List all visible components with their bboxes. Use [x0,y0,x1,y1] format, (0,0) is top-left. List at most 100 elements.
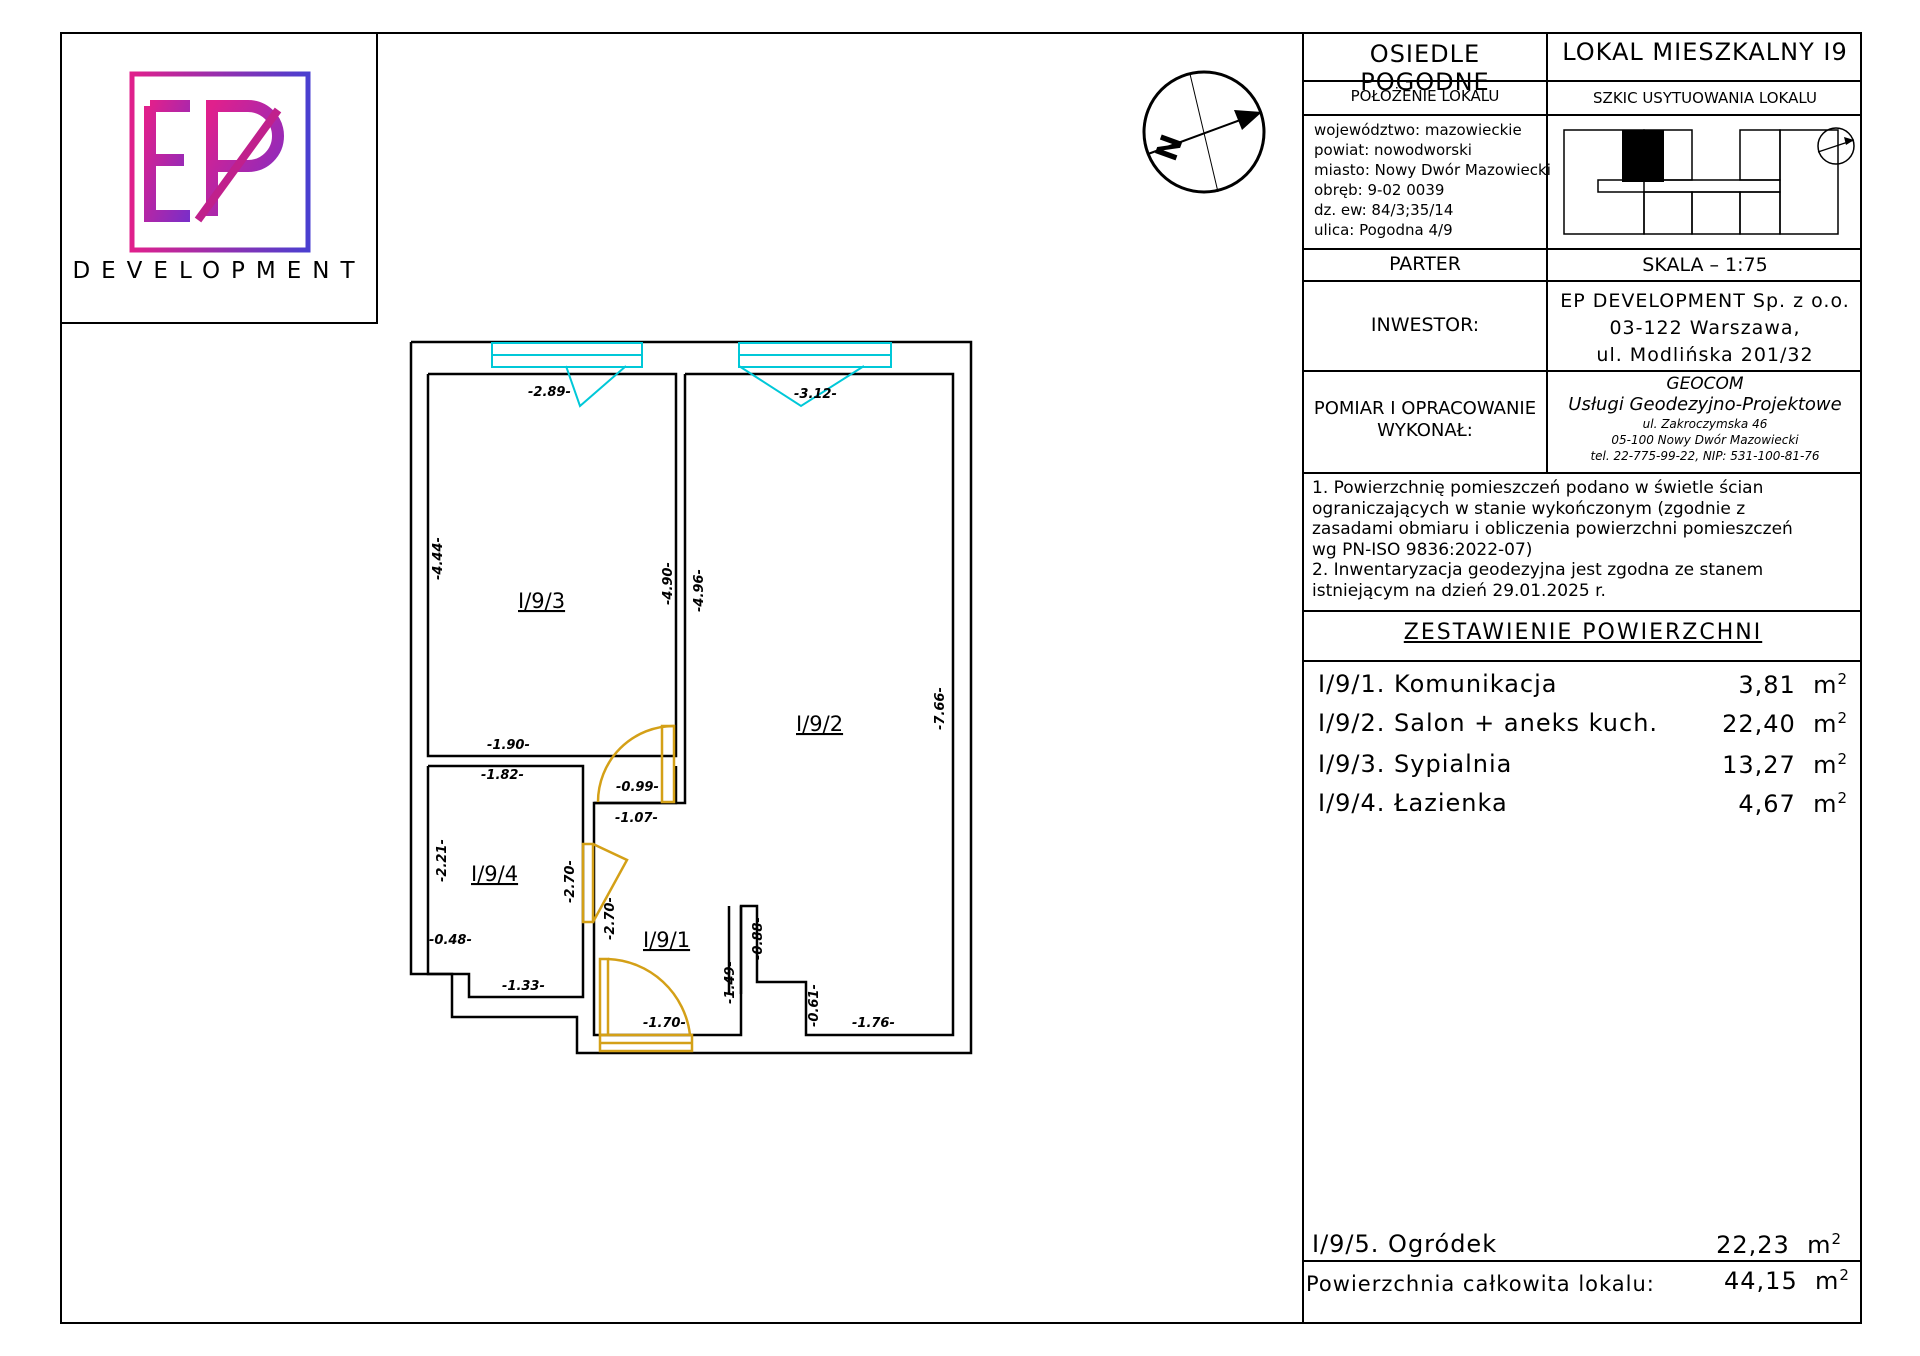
logo-wordmark: DEVELOPMENT [72,258,366,284]
location-line: dz. ew: 84/3;35/14 [1314,201,1454,219]
area-unit-exp: 2 [1837,670,1848,688]
surveyor-label-line: WYKONAŁ: [1377,420,1473,441]
dim-label: -1.90- [487,738,530,753]
unit-location-marker [1622,130,1664,182]
garden-name: I/9/5. Ogródek [1312,1230,1498,1258]
location-details: województwo: mazowieckie powiat: nowodwo… [1314,120,1551,240]
plan-walls [409,340,973,1055]
note-line: zasadami obmiaru i obliczenia powierzchn… [1312,519,1793,539]
plan-doors [581,724,694,1053]
surveyor-subtitle: Usługi Geodezyjno-Projektowe [1568,394,1842,415]
dim-label: -0.48- [429,933,472,948]
investor-line: EP DEVELOPMENT Sp. z o.o. [1560,290,1850,312]
surveyor-name: GEOCOM [1666,374,1744,394]
total-value-wrap: 44,15 m2 [1724,1266,1850,1295]
location-line: powiat: nowodworski [1314,141,1472,159]
location-heading: POŁOŻENIE LOKALU [1350,87,1500,105]
area-room-name: I/9/2. Salon + aneks kuch. [1318,709,1659,737]
location-line: obręb: 9-02 0039 [1314,181,1445,199]
dim-label: -1.49- [723,961,738,1004]
area-value: 4,67 [1738,790,1796,818]
mini-compass-icon [1817,127,1855,165]
area-value: 3,81 [1738,671,1796,699]
sheet-frame [60,32,1862,1324]
note-line: istniejącym na dzień 29.01.2025 r. [1312,580,1606,601]
surveyor-label-line: POMIAR I OPRACOWANIE [1313,398,1537,419]
investor-line: 03-122 Warszawa, [1609,317,1801,339]
dim-label: -1.76- [852,1016,895,1031]
area-unit-exp: 2 [1837,750,1848,768]
investor-details: EP DEVELOPMENT Sp. z o.o. 03-122 Warszaw… [1548,288,1862,369]
panel-divider [1302,114,1862,116]
dim-label: -0.88- [751,917,766,960]
area-unit: m [1807,1231,1832,1259]
dim-label: -1.70- [643,1016,686,1031]
areas-heading: ZESTAWIENIE POWIERZCHNI [1403,620,1763,645]
sketch-heading: SZKIC USYTUOWANIA LOKALU [1593,89,1817,107]
area-room-name: I/9/3. Sypialnia [1318,750,1513,778]
notes: 1. Powierzchnię pomieszczeń podano w świ… [1312,478,1860,601]
garden-area: 22,23 [1716,1231,1790,1259]
location-line: ulica: Pogodna 4/9 [1314,221,1453,239]
surveyor-address: 05-100 Nowy Dwór Mazowiecki [1611,433,1799,447]
area-unit-exp: 2 [1837,789,1848,807]
area-unit: m [1813,710,1838,738]
location-line: województwo: mazowieckie [1314,121,1522,139]
investor-line: ul. Modlińska 201/32 [1596,344,1814,366]
panel-divider [1302,248,1862,250]
panel-divider [1302,1260,1862,1262]
scale-label: SKALA – 1:75 [1642,254,1768,276]
area-room-name: I/9/4. Łazienka [1318,789,1508,817]
panel-divider [1302,80,1862,82]
panel-divider [1546,32,1548,474]
total-area: 44,15 [1724,1267,1798,1295]
area-value: 22,40 [1722,710,1796,738]
room-label-r1: I/9/1 [643,928,690,952]
area-unit: m [1813,751,1838,779]
dim-label: -0.61- [807,984,822,1027]
dim-label: -1.33- [502,979,545,994]
dim-label: -4.96- [692,569,707,612]
dim-label: -2.70- [563,860,578,903]
surveyor-details: GEOCOM Usługi Geodezyjno-Projektowe ul. … [1548,374,1862,464]
panel-divider [1302,660,1862,662]
surveyor-contact: tel. 22-775-99-22, NIP: 531-100-81-76 [1590,449,1820,463]
logo-box [60,32,378,324]
room-label-r3: I/9/3 [518,589,565,613]
area-unit: m [1813,790,1838,818]
area-unit-exp: 2 [1831,1230,1842,1248]
surveyor-label: POMIAR I OPRACOWANIE WYKONAŁ: [1304,398,1546,442]
location-sketch [1563,127,1855,235]
note-line: wg PN-ISO 9836:2022-07) [1312,539,1533,560]
note-line: 2. Inwentaryzacja geodezyjna jest zgodna… [1312,560,1764,580]
area-unit: m [1814,1267,1840,1295]
dim-label: -4.90- [661,562,676,605]
floor-plan: I/9/3 I/9/2 I/9/4 I/9/1 -2.89- -3.12- -4… [409,340,973,1055]
dim-label: -3.12- [794,387,837,402]
dim-label: -1.82- [481,768,524,783]
area-unit-exp: 2 [1837,709,1848,727]
ep-logo-mark [129,71,311,253]
compass-letter: N [1149,130,1190,166]
dim-label: -2.89- [528,385,571,400]
area-unit: m [1813,671,1838,699]
investor-label: INWESTOR: [1370,314,1480,336]
dim-label: -0.99- [616,780,659,795]
dim-label: -1.07- [615,811,658,826]
note-line: ograniczających w stanie wykończonym (zg… [1312,498,1746,519]
surveyor-address: ul. Zakroczymska 46 [1642,417,1768,431]
panel-divider [1302,610,1862,612]
location-line: miasto: Nowy Dwór Mazowiecki [1314,161,1551,179]
panel-divider [1302,32,1304,1324]
dim-label: -2.21- [435,839,450,882]
dim-label: -4.44- [431,537,446,580]
panel-divider [1302,370,1862,372]
compass-icon: N [1142,70,1266,194]
plan-windows [491,342,892,408]
note-line: 1. Powierzchnię pomieszczeń podano w świ… [1312,478,1764,498]
room-label-r2: I/9/2 [796,712,843,736]
room-label-r4: I/9/4 [471,862,518,886]
area-value: 13,27 [1722,751,1796,779]
total-label: Powierzchnia całkowita lokalu: [1306,1272,1655,1296]
area-unit-exp: 2 [1839,1266,1850,1284]
